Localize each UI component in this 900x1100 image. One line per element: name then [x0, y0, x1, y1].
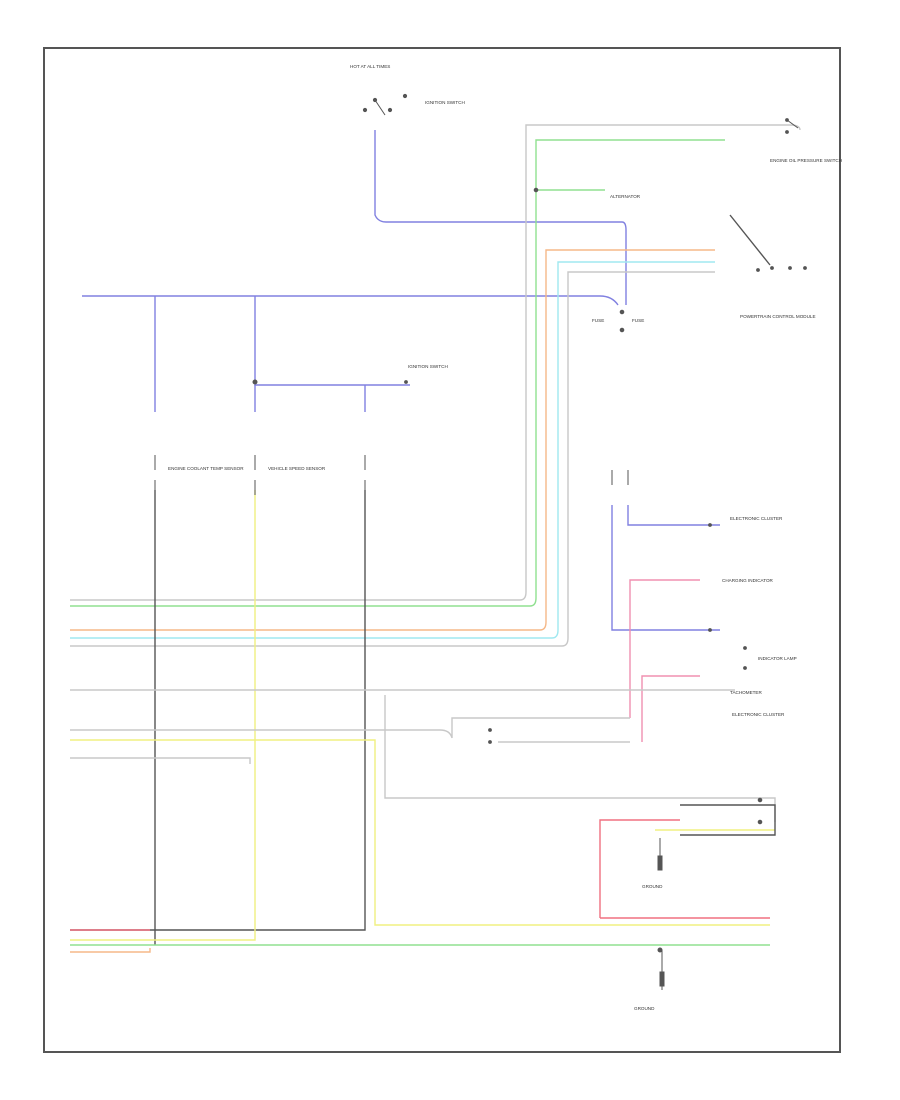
wire-blue-bus [82, 295, 619, 412]
connector-pin [252, 379, 258, 385]
fuse-symbol [619, 309, 625, 315]
diagram-frame [43, 47, 841, 1053]
wire-layer [70, 124, 801, 953]
wire-green-long [70, 139, 725, 607]
wire-orange [70, 249, 715, 631]
connector-pin [657, 947, 663, 953]
label-ignition-switch-lower: IGNITION SWITCH [408, 364, 448, 369]
connector-pin [488, 728, 492, 732]
wire-gray-gauge [680, 804, 776, 836]
wire-black-mid [70, 490, 366, 931]
wire-black-pcm [729, 214, 771, 266]
wire-orange-lower [70, 948, 151, 953]
component-label-layer: HOT AT ALL TIMES IGNITION SWITCH IGNITIO… [168, 64, 842, 1011]
label-fuse: FUSE [592, 318, 604, 323]
switch-symbol [402, 93, 408, 99]
wire-gray-lower-b [70, 757, 251, 764]
wire-gray-pcm [70, 271, 715, 647]
wire-gray-top [70, 124, 801, 601]
wire-yellow-center [70, 490, 256, 941]
label-powertrain-control-module: POWERTRAIN CONTROL MODULE [740, 314, 816, 319]
switch-symbol [362, 107, 368, 113]
label-charging-indicator: CHARGING INDICATOR [722, 578, 774, 583]
connector-pin [533, 187, 539, 193]
wire-blue-ignition-to-fuse [374, 130, 627, 305]
wire-red-lower [70, 819, 770, 931]
fuse-symbol [619, 327, 625, 333]
wire-yellow-cluster [70, 739, 770, 926]
switch-symbol [786, 119, 799, 129]
label-alternator: ALTERNATOR [610, 194, 641, 199]
wire-gray-lower-d [384, 695, 776, 822]
switch-symbol [788, 266, 792, 270]
wire-gray-lower-c [70, 717, 630, 739]
ground-symbol [657, 838, 663, 871]
connector-pin [757, 797, 763, 803]
connector-pin [488, 740, 492, 744]
connector-break-layer [154, 455, 629, 495]
connector-pin [708, 523, 712, 527]
label-vehicle-speed-sensor: VEHICLE SPEED SENSOR [268, 466, 326, 471]
symbol-layer [252, 93, 807, 990]
connector-pin [743, 646, 747, 650]
wire-blue-branch-center [254, 296, 410, 412]
label-fuse-right: FUSE [632, 318, 644, 323]
label-electronic-cluster: ELECTRONIC CLUSTER [730, 516, 783, 521]
switch-symbol [756, 268, 760, 272]
connector-pin [404, 380, 408, 384]
switch-symbol [387, 107, 393, 113]
wire-blue-cluster-a [627, 505, 720, 526]
connector-pin [708, 628, 712, 632]
switch-symbol [785, 130, 789, 134]
label-hot-at-all-times: HOT AT ALL TIMES [350, 64, 390, 69]
connector-pin [757, 819, 763, 825]
switch-symbol [770, 266, 774, 270]
connector-pin [743, 666, 747, 670]
wire-pink-indicator [629, 579, 700, 742]
wire-cyan [70, 261, 715, 639]
switch-symbol [803, 266, 807, 270]
wire-blue-cluster-b [611, 505, 720, 631]
label-indicator-lamp: INDICATOR LAMP [758, 656, 797, 661]
label-ignition-switch: IGNITION SWITCH [425, 100, 465, 105]
label-tachometer: TACHOMETER [730, 690, 762, 695]
label-engine-oil-pressure-switch: ENGINE OIL PRESSURE SWITCH [770, 158, 842, 163]
ground-symbol [659, 950, 665, 990]
switch-symbol [374, 99, 386, 116]
label-electronic-cluster-lower: ELECTRONIC CLUSTER [732, 712, 785, 717]
label-ground-lower: GROUND [634, 1006, 655, 1011]
label-ground-upper: GROUND [642, 884, 663, 889]
label-engine-coolant-temp-sensor: ENGINE COOLANT TEMP SENSOR [168, 466, 244, 471]
